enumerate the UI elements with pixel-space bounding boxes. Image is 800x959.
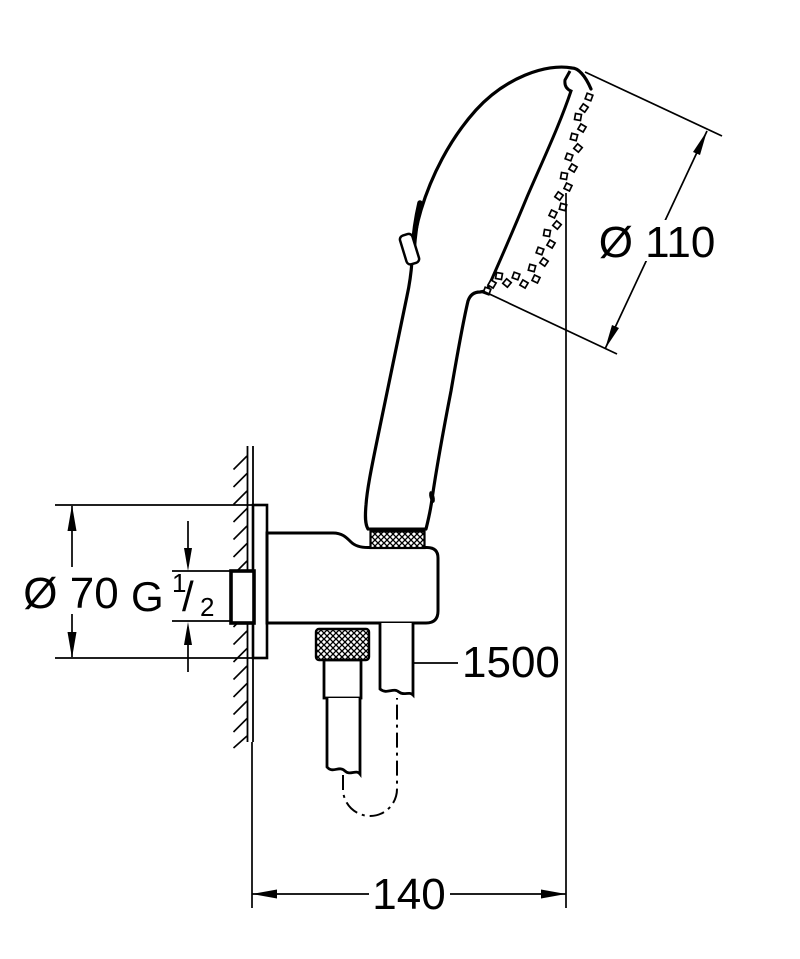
arrow-right-icon [541,889,566,899]
dimension-wall-offset: 140 [251,193,567,919]
hose-segment-left [325,698,362,778]
arrow-up-icon [67,505,77,531]
handle-knurled-collar [369,530,426,550]
spray-face-line [486,70,573,289]
spray-nozzles [482,92,594,296]
arrow-up-icon [184,622,192,645]
thread-numerator: 1 [172,568,186,598]
dimension-plate-diameter: Ø 70 [23,504,266,659]
arrow-down-left-icon [605,325,619,349]
arrow-down-icon [184,548,192,571]
thread-union [229,569,256,625]
head-diameter-label: Ø 110 [599,218,716,267]
hose-loop-phantom-line [342,698,398,817]
hose-nut-knurled [314,627,371,662]
arrow-down-icon [67,632,77,658]
thread-denominator: 2 [200,592,214,622]
dimension-thread: G 1 / 2 [131,521,240,672]
hose-ferrule [322,658,363,700]
arrow-up-right-icon [693,131,707,155]
dimension-head-diameter: Ø 110 [482,71,723,355]
thread-letter: G [131,573,164,620]
wall-holder-body [265,531,440,625]
dimension-hose-length: 1500 [413,638,560,687]
arrow-left-icon [252,889,277,899]
hose-length-label: 1500 [462,638,560,687]
hand-shower [363,65,594,550]
thread-slash: / [182,573,194,620]
spray-mode-button [398,232,421,266]
plate-diameter-label: Ø 70 [23,569,118,618]
shower-hose [314,623,415,817]
wall-offset-label: 140 [372,870,445,919]
hose-segment-right [378,623,415,699]
handle-nub [429,491,435,503]
